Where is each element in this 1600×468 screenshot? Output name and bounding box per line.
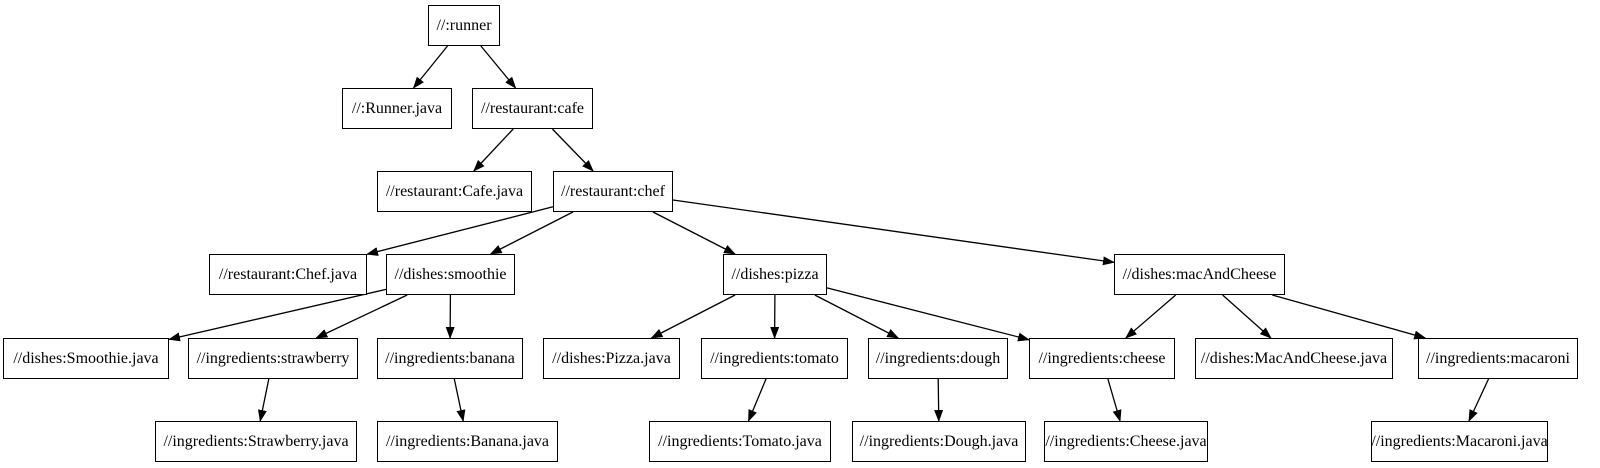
graph-node-cafe_java: //restaurant:Cafe.java	[377, 171, 532, 212]
graph-node-label: //restaurant:chef	[561, 182, 665, 200]
graph-node-label: //ingredients:banana	[385, 349, 515, 367]
graph-node-tomato_java: //ingredients:Tomato.java	[649, 421, 831, 462]
graph-node-dough: //ingredients:dough	[868, 338, 1008, 379]
graph-node-label: //dishes:pizza	[731, 265, 819, 283]
edge-mac_and_cheese-to-cheese	[1125, 294, 1177, 339]
graph-node-label: //ingredients:dough	[875, 349, 1001, 367]
graph-node-smoothie_java: //dishes:Smoothie.java	[3, 338, 169, 379]
graph-node-runner: //:runner	[428, 5, 500, 46]
edge-cafe-to-cafe_java	[473, 128, 514, 172]
edge-tomato-to-tomato_java	[747, 378, 767, 422]
graph-node-label: //ingredients:Macaroni.java	[1371, 432, 1548, 450]
graph-node-mac_and_cheese: //dishes:macAndCheese	[1114, 254, 1285, 295]
graph-node-cheese: //ingredients:cheese	[1029, 338, 1175, 379]
graph-node-smoothie: //dishes:smoothie	[386, 254, 515, 295]
edge-chef-to-mac_and_cheese	[672, 199, 1115, 266]
edge-chef-to-smoothie	[489, 211, 574, 255]
edge-smoothie-to-smoothie_java	[168, 288, 387, 342]
graph-node-label: //ingredients:cheese	[1038, 349, 1166, 367]
edge-smoothie-to-strawberry	[315, 294, 408, 339]
edge-chef-to-pizza	[652, 211, 736, 255]
graph-node-chef: //restaurant:chef	[553, 171, 673, 212]
graph-node-strawberry_java: //ingredients:Strawberry.java	[155, 421, 357, 462]
edge-dough-to-dough_java	[934, 378, 944, 422]
graph-node-label: //ingredients:Tomato.java	[658, 432, 822, 450]
graph-node-label: //dishes:smoothie	[394, 265, 507, 283]
graph-node-label: //ingredients:macaroni	[1426, 349, 1570, 367]
graph-node-label: //:Runner.java	[351, 99, 443, 117]
graph-node-strawberry: //ingredients:strawberry	[188, 338, 358, 379]
edge-mac_and_cheese-to-mac_and_cheese_java	[1222, 294, 1272, 339]
graph-node-label: //dishes:macAndCheese	[1122, 265, 1277, 283]
graph-node-label: //restaurant:Cafe.java	[385, 182, 524, 200]
edge-runner-to-runner_java	[412, 45, 449, 89]
graph-node-mac_and_cheese_java: //dishes:MacAndCheese.java	[1195, 338, 1393, 379]
graph-node-pizza_java: //dishes:Pizza.java	[543, 338, 680, 379]
graph-node-macaroni_java: //ingredients:Macaroni.java	[1371, 421, 1548, 462]
graph-node-label: //ingredients:strawberry	[196, 349, 350, 367]
graph-node-label: //:runner	[436, 16, 492, 34]
graph-node-label: //ingredients:Strawberry.java	[163, 432, 349, 450]
edge-banana-to-banana_java	[453, 378, 466, 422]
graph-node-label: //ingredients:tomato	[710, 349, 839, 367]
graph-node-cheese_java: //ingredients:Cheese.java	[1044, 421, 1208, 462]
edge-cafe-to-chef	[551, 128, 594, 172]
edge-mac_and_cheese-to-macaroni	[1272, 294, 1427, 340]
graph-node-runner_java: //:Runner.java	[342, 88, 452, 129]
graph-node-label: //dishes:Pizza.java	[552, 349, 671, 367]
graph-node-dough_java: //ingredients:Dough.java	[852, 421, 1026, 462]
graph-node-label: //ingredients:Dough.java	[859, 432, 1019, 450]
graph-node-label: //restaurant:cafe	[480, 99, 585, 117]
graph-node-label: //ingredients:Cheese.java	[1045, 432, 1207, 450]
graph-node-chef_java: //restaurant:Chef.java	[209, 254, 367, 295]
graph-node-label: //restaurant:Chef.java	[218, 265, 358, 283]
graph-node-label: //ingredients:Banana.java	[385, 432, 550, 450]
edge-macaroni-to-macaroni_java	[1468, 378, 1490, 422]
graph-node-cafe: //restaurant:cafe	[472, 88, 593, 129]
graph-node-label: //dishes:MacAndCheese.java	[1200, 349, 1388, 367]
edge-chef-to-chef_java	[366, 206, 554, 256]
edge-strawberry-to-strawberry_java	[257, 378, 270, 422]
edge-pizza-to-cheese	[826, 287, 1030, 342]
edge-cheese-to-cheese_java	[1107, 378, 1122, 422]
graph-node-banana_java: //ingredients:Banana.java	[377, 421, 558, 462]
graph-node-macaroni: //ingredients:macaroni	[1418, 338, 1578, 379]
edge-pizza-to-pizza_java	[650, 294, 736, 339]
edge-pizza-to-dough	[814, 294, 900, 339]
graph-node-pizza: //dishes:pizza	[723, 254, 827, 295]
graph-node-label: //dishes:Smoothie.java	[13, 349, 159, 367]
graph-node-tomato: //ingredients:tomato	[701, 338, 848, 379]
edge-runner-to-cafe	[480, 45, 517, 89]
graph-node-banana: //ingredients:banana	[377, 338, 523, 379]
